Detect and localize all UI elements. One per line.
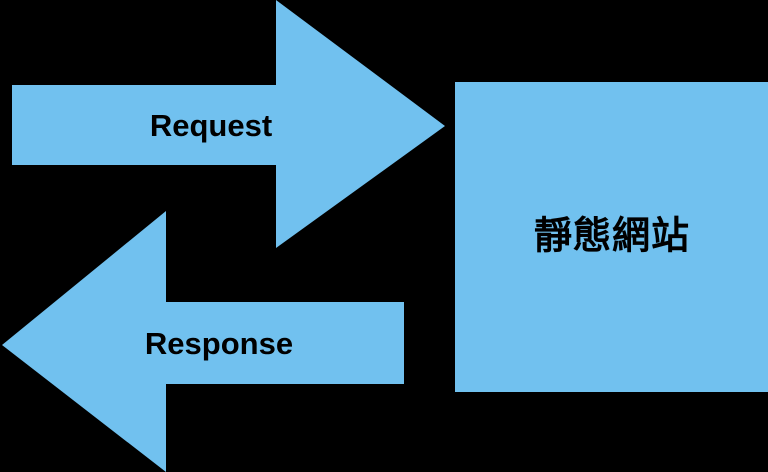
response-arrow-label: Response xyxy=(145,326,293,361)
request-arrow-shape xyxy=(12,0,445,248)
static-site-node-shape xyxy=(455,82,768,392)
static-site-node-label: 靜態網站 xyxy=(534,214,690,258)
response-arrow-shape xyxy=(2,211,404,472)
request-arrow-label: Request xyxy=(150,108,272,143)
